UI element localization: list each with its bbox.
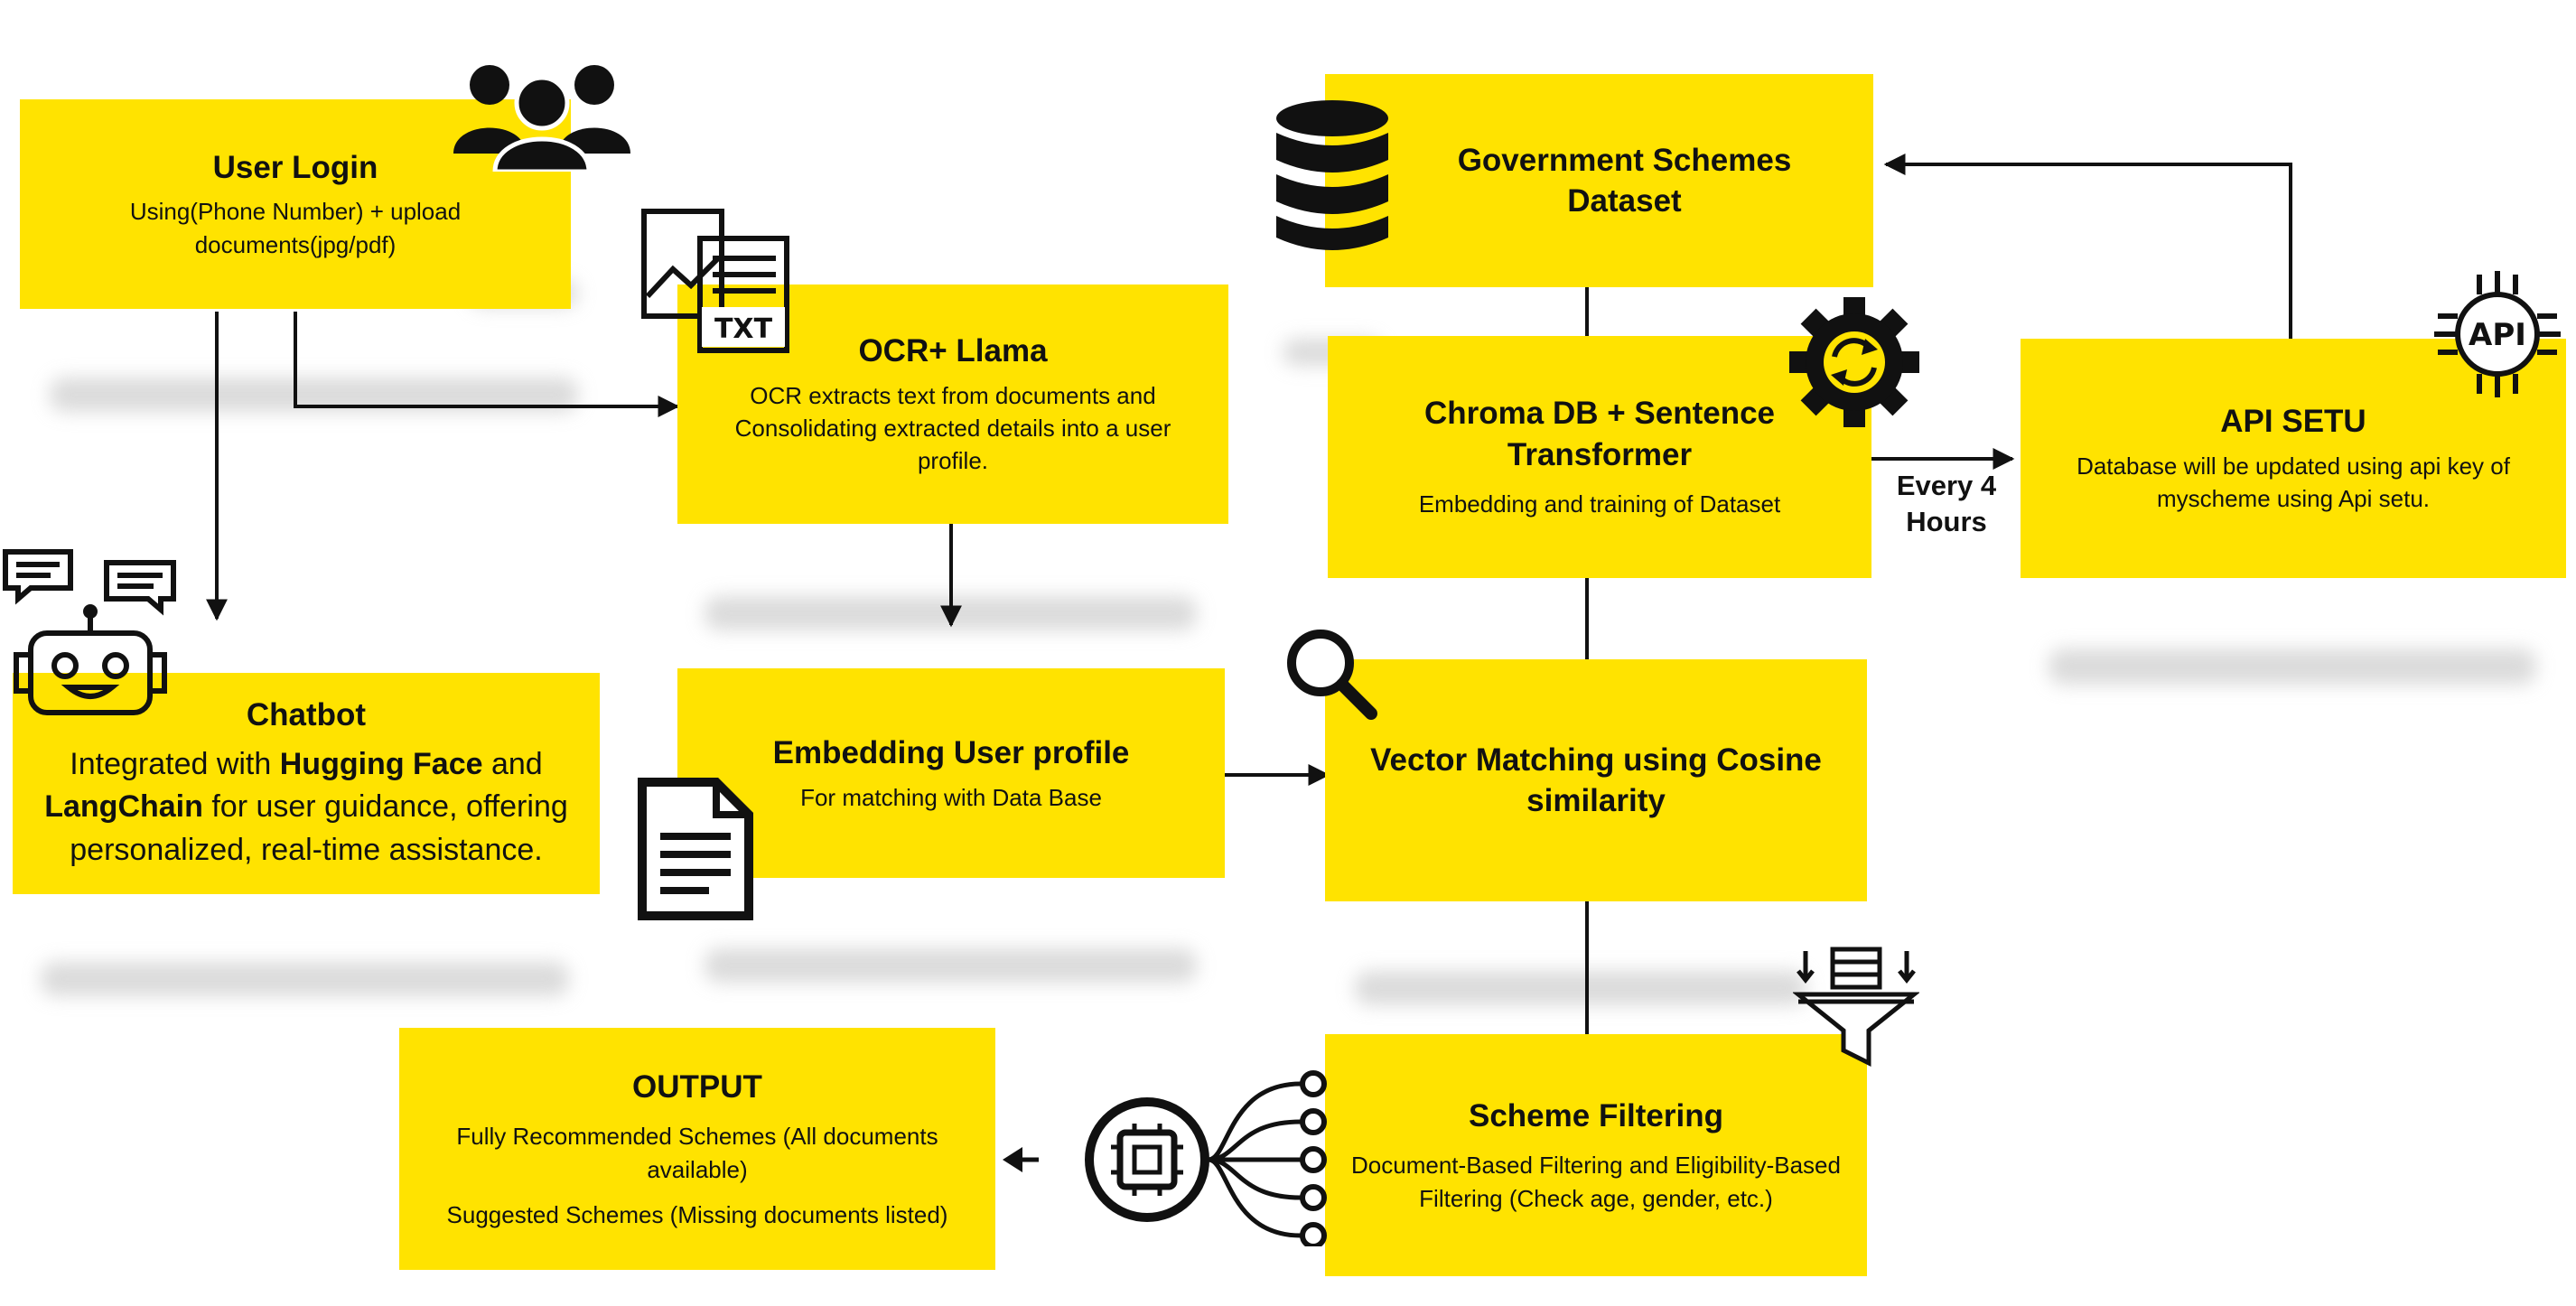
api-chip-icon: API — [2434, 271, 2561, 397]
embedding-profile-desc: For matching with Data Base — [800, 783, 1102, 811]
chroma-desc: Embedding and training of Dataset — [1418, 490, 1781, 518]
user-login-desc: Using(Phone Number) + upload documents(j… — [129, 198, 462, 258]
blurred-text-strip — [705, 948, 1197, 983]
chatbot-desc-post: for user guidance, offering personalized… — [70, 789, 568, 868]
api-icon-label: API — [2469, 317, 2526, 353]
output-desc-1: Fully Recommended Schemes (All documents… — [456, 1123, 938, 1183]
chatbot-desc: Integrated with Hugging Face and LangCha… — [34, 743, 578, 872]
blurred-text-strip — [2049, 648, 2536, 685]
blurred-text-strip — [41, 962, 569, 996]
chatbot-desc-mid: and — [482, 746, 543, 781]
user-login-title: User Login — [212, 149, 378, 185]
scheme-filtering-desc: Document-Based Filtering and Eligibility… — [1351, 1152, 1841, 1212]
ocr-llama-title: OCR+ Llama — [858, 333, 1048, 369]
output-title: OUTPUT — [632, 1068, 762, 1105]
gov-dataset-title: Government Schemes Dataset — [1457, 142, 1792, 219]
vector-matching-title: Vector Matching using Cosine similarity — [1370, 742, 1822, 819]
api-setu-title: API SETU — [2220, 404, 2366, 440]
robot-chat-icon — [3, 549, 176, 715]
user-login-box: User Login Using(Phone Number) + upload … — [20, 99, 571, 309]
gov-dataset-box: Government Schemes Dataset — [1325, 74, 1873, 287]
chatbot-box: Chatbot Integrated with Hugging Face and… — [13, 673, 600, 894]
magnifier-icon — [1287, 630, 1377, 720]
edge-label-every-4-hours: Every 4 Hours — [1896, 470, 1997, 538]
scheme-filtering-box: Scheme Filtering Document-Based Filterin… — [1325, 1034, 1867, 1276]
chatbot-desc-bold1: Hugging Face — [279, 746, 483, 781]
chatbot-desc-pre: Integrated with — [70, 746, 280, 781]
chroma-title: Chroma DB + Sentence Transformer — [1423, 396, 1776, 472]
edge-login-to-ocr — [294, 312, 680, 417]
chatbot-desc-bold2: LangChain — [44, 789, 203, 825]
scheme-filtering-title: Scheme Filtering — [1468, 1097, 1724, 1133]
ocr-llama-desc: OCR extracts text from documents and Con… — [734, 381, 1171, 475]
gear-sync-icon — [1789, 297, 1919, 427]
output-box: OUTPUT Fully Recommended Schemes (All do… — [399, 1028, 995, 1270]
txt-document-icon: TXT — [641, 209, 789, 353]
embedding-profile-box: Embedding User profile For matching with… — [677, 668, 1225, 878]
vector-matching-box: Vector Matching using Cosine similarity — [1325, 659, 1867, 901]
processor-network-icon — [1003, 1070, 1327, 1246]
edge-api-to-dataset — [1883, 154, 2292, 339]
output-desc-2: Suggested Schemes (Missing documents lis… — [446, 1200, 948, 1228]
api-setu-desc: Database will be updated using api key o… — [2077, 452, 2510, 513]
blurred-text-strip — [1355, 971, 1806, 1005]
embedding-profile-title: Embedding User profile — [772, 735, 1130, 771]
document-icon — [638, 778, 753, 920]
txt-icon-label: TXT — [714, 313, 773, 345]
database-icon — [1276, 100, 1388, 250]
chatbot-title: Chatbot — [246, 697, 367, 733]
chroma-box: Chroma DB + Sentence Transformer Embeddi… — [1328, 336, 1871, 578]
api-setu-box: API SETU Database will be updated using … — [2021, 339, 2566, 578]
users-group-icon — [453, 65, 630, 172]
filter-funnel-icon — [1793, 947, 1919, 1068]
